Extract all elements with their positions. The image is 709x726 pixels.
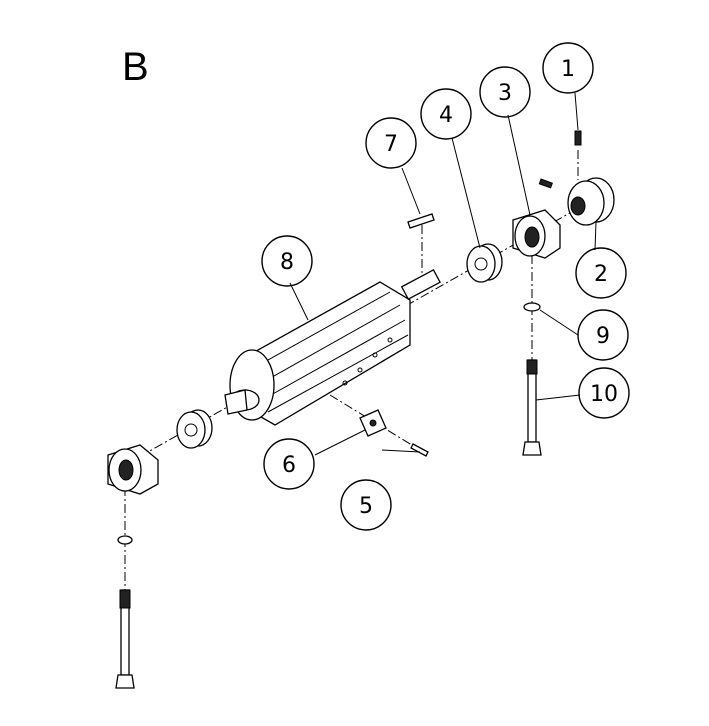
callout-2: 2 bbox=[575, 247, 627, 299]
washer-right bbox=[523, 302, 541, 312]
bearing-left bbox=[176, 409, 213, 449]
callout-4: 4 bbox=[420, 88, 472, 140]
leader-3 bbox=[507, 114, 531, 216]
svg-text:6: 6 bbox=[282, 453, 296, 478]
bearing-housing-left bbox=[107, 444, 159, 495]
leader-10 bbox=[535, 394, 581, 401]
bolt-right bbox=[522, 359, 542, 456]
clamp-plate bbox=[359, 409, 387, 437]
shaft-key bbox=[407, 213, 435, 229]
leader-2 bbox=[594, 221, 597, 251]
callout-6: 6 bbox=[263, 438, 315, 490]
svg-text:3: 3 bbox=[498, 81, 512, 106]
svg-text:2: 2 bbox=[594, 262, 608, 287]
section-label: B bbox=[122, 45, 149, 89]
callout-3: 3 bbox=[479, 66, 531, 118]
leader-1 bbox=[574, 92, 579, 131]
svg-text:1: 1 bbox=[561, 57, 575, 82]
svg-text:10: 10 bbox=[590, 382, 618, 407]
callout-1: 1 bbox=[542, 42, 594, 94]
bearing-housing-right bbox=[512, 209, 561, 259]
set-screw bbox=[574, 130, 582, 146]
bearing-right bbox=[466, 243, 503, 283]
callout-7: 7 bbox=[365, 117, 417, 169]
callout-10: 10 bbox=[578, 367, 630, 419]
leader-4 bbox=[451, 137, 481, 249]
leader-9 bbox=[539, 309, 579, 336]
pulley-cap bbox=[538, 177, 615, 226]
svg-text:7: 7 bbox=[384, 132, 398, 157]
leader-7 bbox=[401, 167, 421, 215]
callout-5: 5 bbox=[340, 479, 392, 531]
svg-text:8: 8 bbox=[280, 250, 294, 275]
bolt-left bbox=[115, 589, 135, 689]
svg-text:4: 4 bbox=[439, 103, 453, 128]
callout-8: 8 bbox=[261, 235, 313, 287]
leader-5 bbox=[381, 449, 421, 453]
cutter-rotor bbox=[224, 269, 441, 426]
leader-8 bbox=[289, 282, 309, 321]
plate-screw bbox=[410, 443, 429, 457]
callout-9: 9 bbox=[577, 309, 629, 361]
leader-6 bbox=[314, 429, 366, 456]
svg-text:5: 5 bbox=[359, 494, 373, 519]
svg-text:9: 9 bbox=[596, 324, 610, 349]
washer-left bbox=[117, 535, 133, 545]
